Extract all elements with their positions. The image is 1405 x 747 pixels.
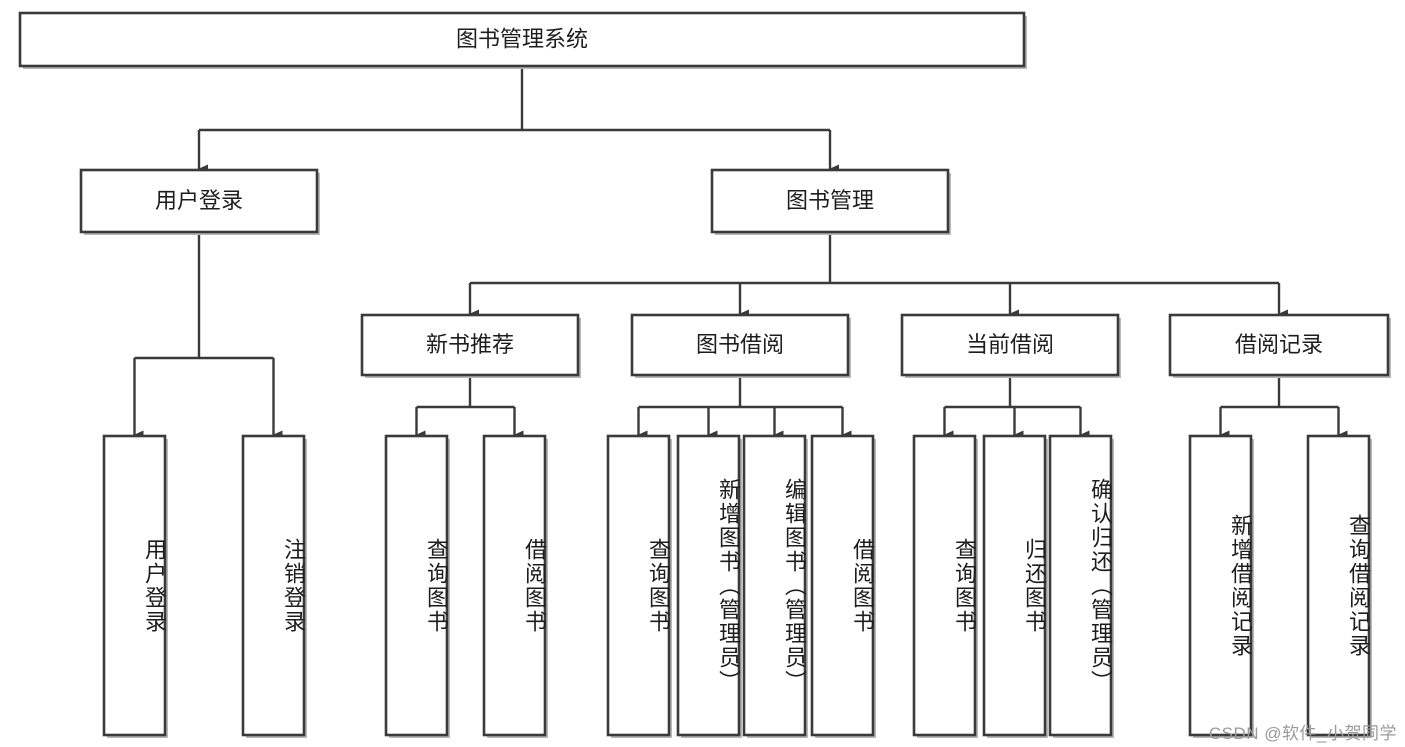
node-box-root[interactable] (18, 11, 1026, 68)
node-box-new-book-recommend[interactable] (360, 313, 580, 377)
node-label-current-borrow: 当前借阅 (966, 332, 1054, 357)
node-box-leaf-borrow-book-1[interactable] (482, 434, 547, 737)
node-box-leaf-edit-book[interactable] (742, 434, 807, 737)
nodes-layer (18, 11, 1391, 738)
node-box-book-management[interactable] (710, 168, 950, 234)
node-box-leaf-query-book-1[interactable] (384, 434, 449, 737)
connectors-layer (133, 66, 1348, 440)
node-label-book-management: 图书管理 (786, 188, 874, 213)
node-box-leaf-return-book[interactable] (982, 434, 1047, 737)
node-label-borrow-record: 借阅记录 (1235, 332, 1323, 357)
node-box-leaf-borrow-book-2[interactable] (810, 434, 875, 737)
csdn-watermark: CSDN @软件_小贺同学 (1208, 724, 1397, 743)
node-box-leaf-confirm-return[interactable] (1048, 434, 1113, 737)
node-label-book-borrow: 图书借阅 (696, 332, 784, 357)
node-box-leaf-add-record[interactable] (1188, 434, 1253, 737)
node-label-user-login: 用户登录 (155, 188, 243, 213)
node-box-current-borrow[interactable] (900, 313, 1120, 377)
node-box-leaf-query-record[interactable] (1306, 434, 1371, 737)
node-box-leaf-query-book-2[interactable] (606, 434, 671, 737)
node-label-root: 图书管理系统 (456, 26, 588, 51)
node-box-leaf-query-book-3[interactable] (912, 434, 977, 737)
node-label-new-book-recommend: 新书推荐 (426, 332, 514, 357)
node-box-leaf-add-book[interactable] (676, 434, 741, 737)
node-box-borrow-record[interactable] (1168, 313, 1390, 377)
node-box-leaf-user-login[interactable] (102, 434, 167, 737)
node-box-user-login[interactable] (79, 168, 319, 234)
node-box-book-borrow[interactable] (630, 313, 850, 377)
node-box-leaf-user-logout[interactable] (241, 434, 306, 737)
